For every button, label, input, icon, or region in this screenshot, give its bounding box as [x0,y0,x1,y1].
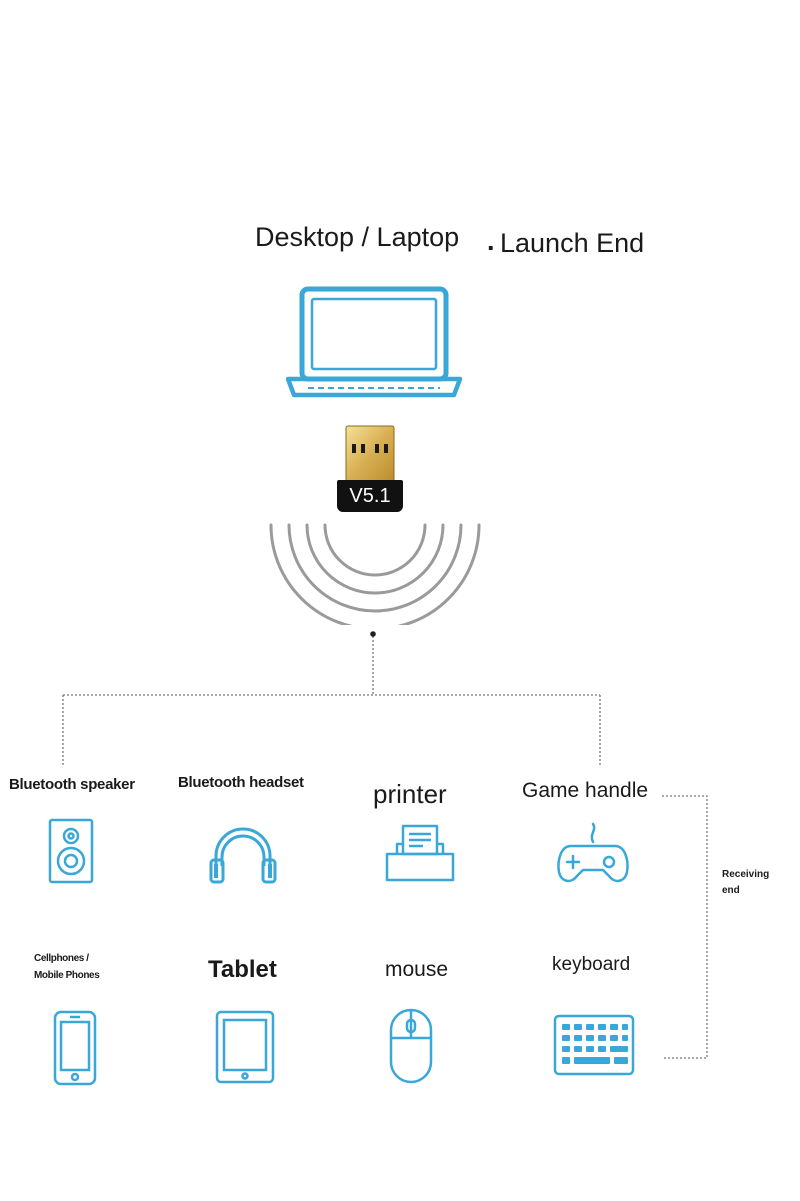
headphones-icon [208,822,278,886]
label-bluetooth-speaker: Bluetooth speaker [9,776,135,793]
label-printer: printer [373,779,447,809]
speaker-icon [46,818,96,884]
keyboard-icon [552,1013,636,1077]
wireless-signal-icon [265,495,485,625]
label-cellphones: Cellphones / Mobile Phones [34,953,100,981]
tablet-icon [214,1010,276,1084]
smartphone-icon [52,1010,98,1086]
laptop-icon [284,285,464,400]
label-game-handle: Game handle [522,779,649,802]
adapter-version-badge: V5.1 [337,480,403,512]
printer-icon [383,822,457,884]
label-keyboard: keyboard [552,954,631,975]
gamepad-icon [555,820,631,888]
label-mouse: mouse [385,958,449,981]
title-launch-end: Launch End [500,228,645,258]
label-bluetooth-headset: Bluetooth headset [178,774,304,791]
receiving-end-label: Receiving end [722,869,770,896]
title-desktop-laptop: Desktop / Laptop [255,222,460,252]
label-tablet: Tablet [208,956,277,983]
title-separator-dot: . [487,226,495,256]
mouse-icon [388,1008,434,1084]
